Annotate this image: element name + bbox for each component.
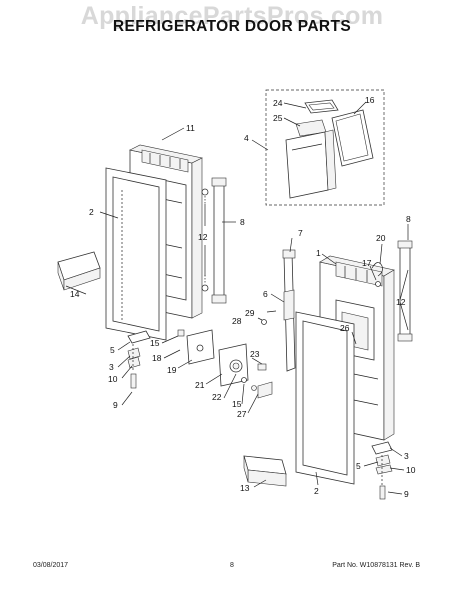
callout-6: 6	[263, 289, 268, 299]
callout-18: 18	[152, 353, 162, 363]
callout-26: 26	[340, 323, 350, 333]
left-door-gasket	[105, 167, 167, 341]
callout-10: 10	[406, 465, 416, 475]
callout-17: 17	[362, 258, 372, 268]
callout-2: 2	[314, 486, 319, 496]
callout-10: 10	[108, 374, 118, 384]
callout-3: 3	[109, 362, 114, 372]
center-small-parts	[177, 329, 273, 399]
page-title: REFRIGERATOR DOOR PARTS	[112, 18, 352, 35]
left-bottom-hinge-hardware	[127, 330, 151, 389]
footer-part-number: Part No. W10878131 Rev. B	[332, 562, 420, 569]
callout-9: 9	[113, 400, 118, 410]
leader-lines	[65, 101, 409, 495]
callout-labels: 11 2 8 12 14 5 3 10 9 15 18 19 21 22 15 …	[70, 95, 416, 499]
callout-5: 5	[110, 345, 115, 355]
footer-date: 03/08/2017	[33, 562, 69, 569]
callout-8: 8	[240, 217, 245, 227]
callout-4: 4	[244, 133, 249, 143]
callout-2: 2	[89, 207, 94, 217]
callout-15: 15	[232, 399, 242, 409]
callout-28: 28	[232, 316, 242, 326]
callout-29: 29	[245, 308, 255, 318]
left-door-bin	[57, 251, 101, 291]
callout-3: 3	[404, 451, 409, 461]
callout-13: 13	[240, 483, 250, 493]
callout-27: 27	[237, 409, 247, 419]
left-hinge-bar	[201, 177, 227, 304]
watermark: AppliancePartsPros.com	[80, 2, 384, 30]
callout-20: 20	[376, 233, 386, 243]
callout-15: 15	[150, 338, 160, 348]
right-bottom-hinge-hardware	[371, 441, 393, 500]
callout-21: 21	[195, 380, 205, 390]
callout-16: 16	[365, 95, 375, 105]
callout-5: 5	[356, 461, 361, 471]
callout-14: 14	[70, 289, 80, 299]
callout-23: 23	[250, 349, 260, 359]
right-door-bin	[243, 455, 287, 487]
right-door-gasket	[295, 311, 355, 485]
dispenser-box-group	[265, 89, 385, 206]
callout-22: 22	[212, 392, 222, 402]
callout-19: 19	[167, 365, 177, 375]
center-mullion	[261, 249, 296, 372]
callout-12: 12	[396, 297, 406, 307]
callout-25: 25	[273, 113, 283, 123]
callout-9: 9	[404, 489, 409, 499]
callout-8: 8	[406, 214, 411, 224]
callout-7: 7	[298, 228, 303, 238]
callout-11: 11	[186, 123, 195, 133]
callout-12: 12	[198, 232, 208, 242]
callout-1: 1	[316, 248, 321, 258]
right-hinge-bar	[371, 240, 413, 342]
callout-24: 24	[273, 98, 283, 108]
footer-page-number: 8	[230, 562, 234, 569]
